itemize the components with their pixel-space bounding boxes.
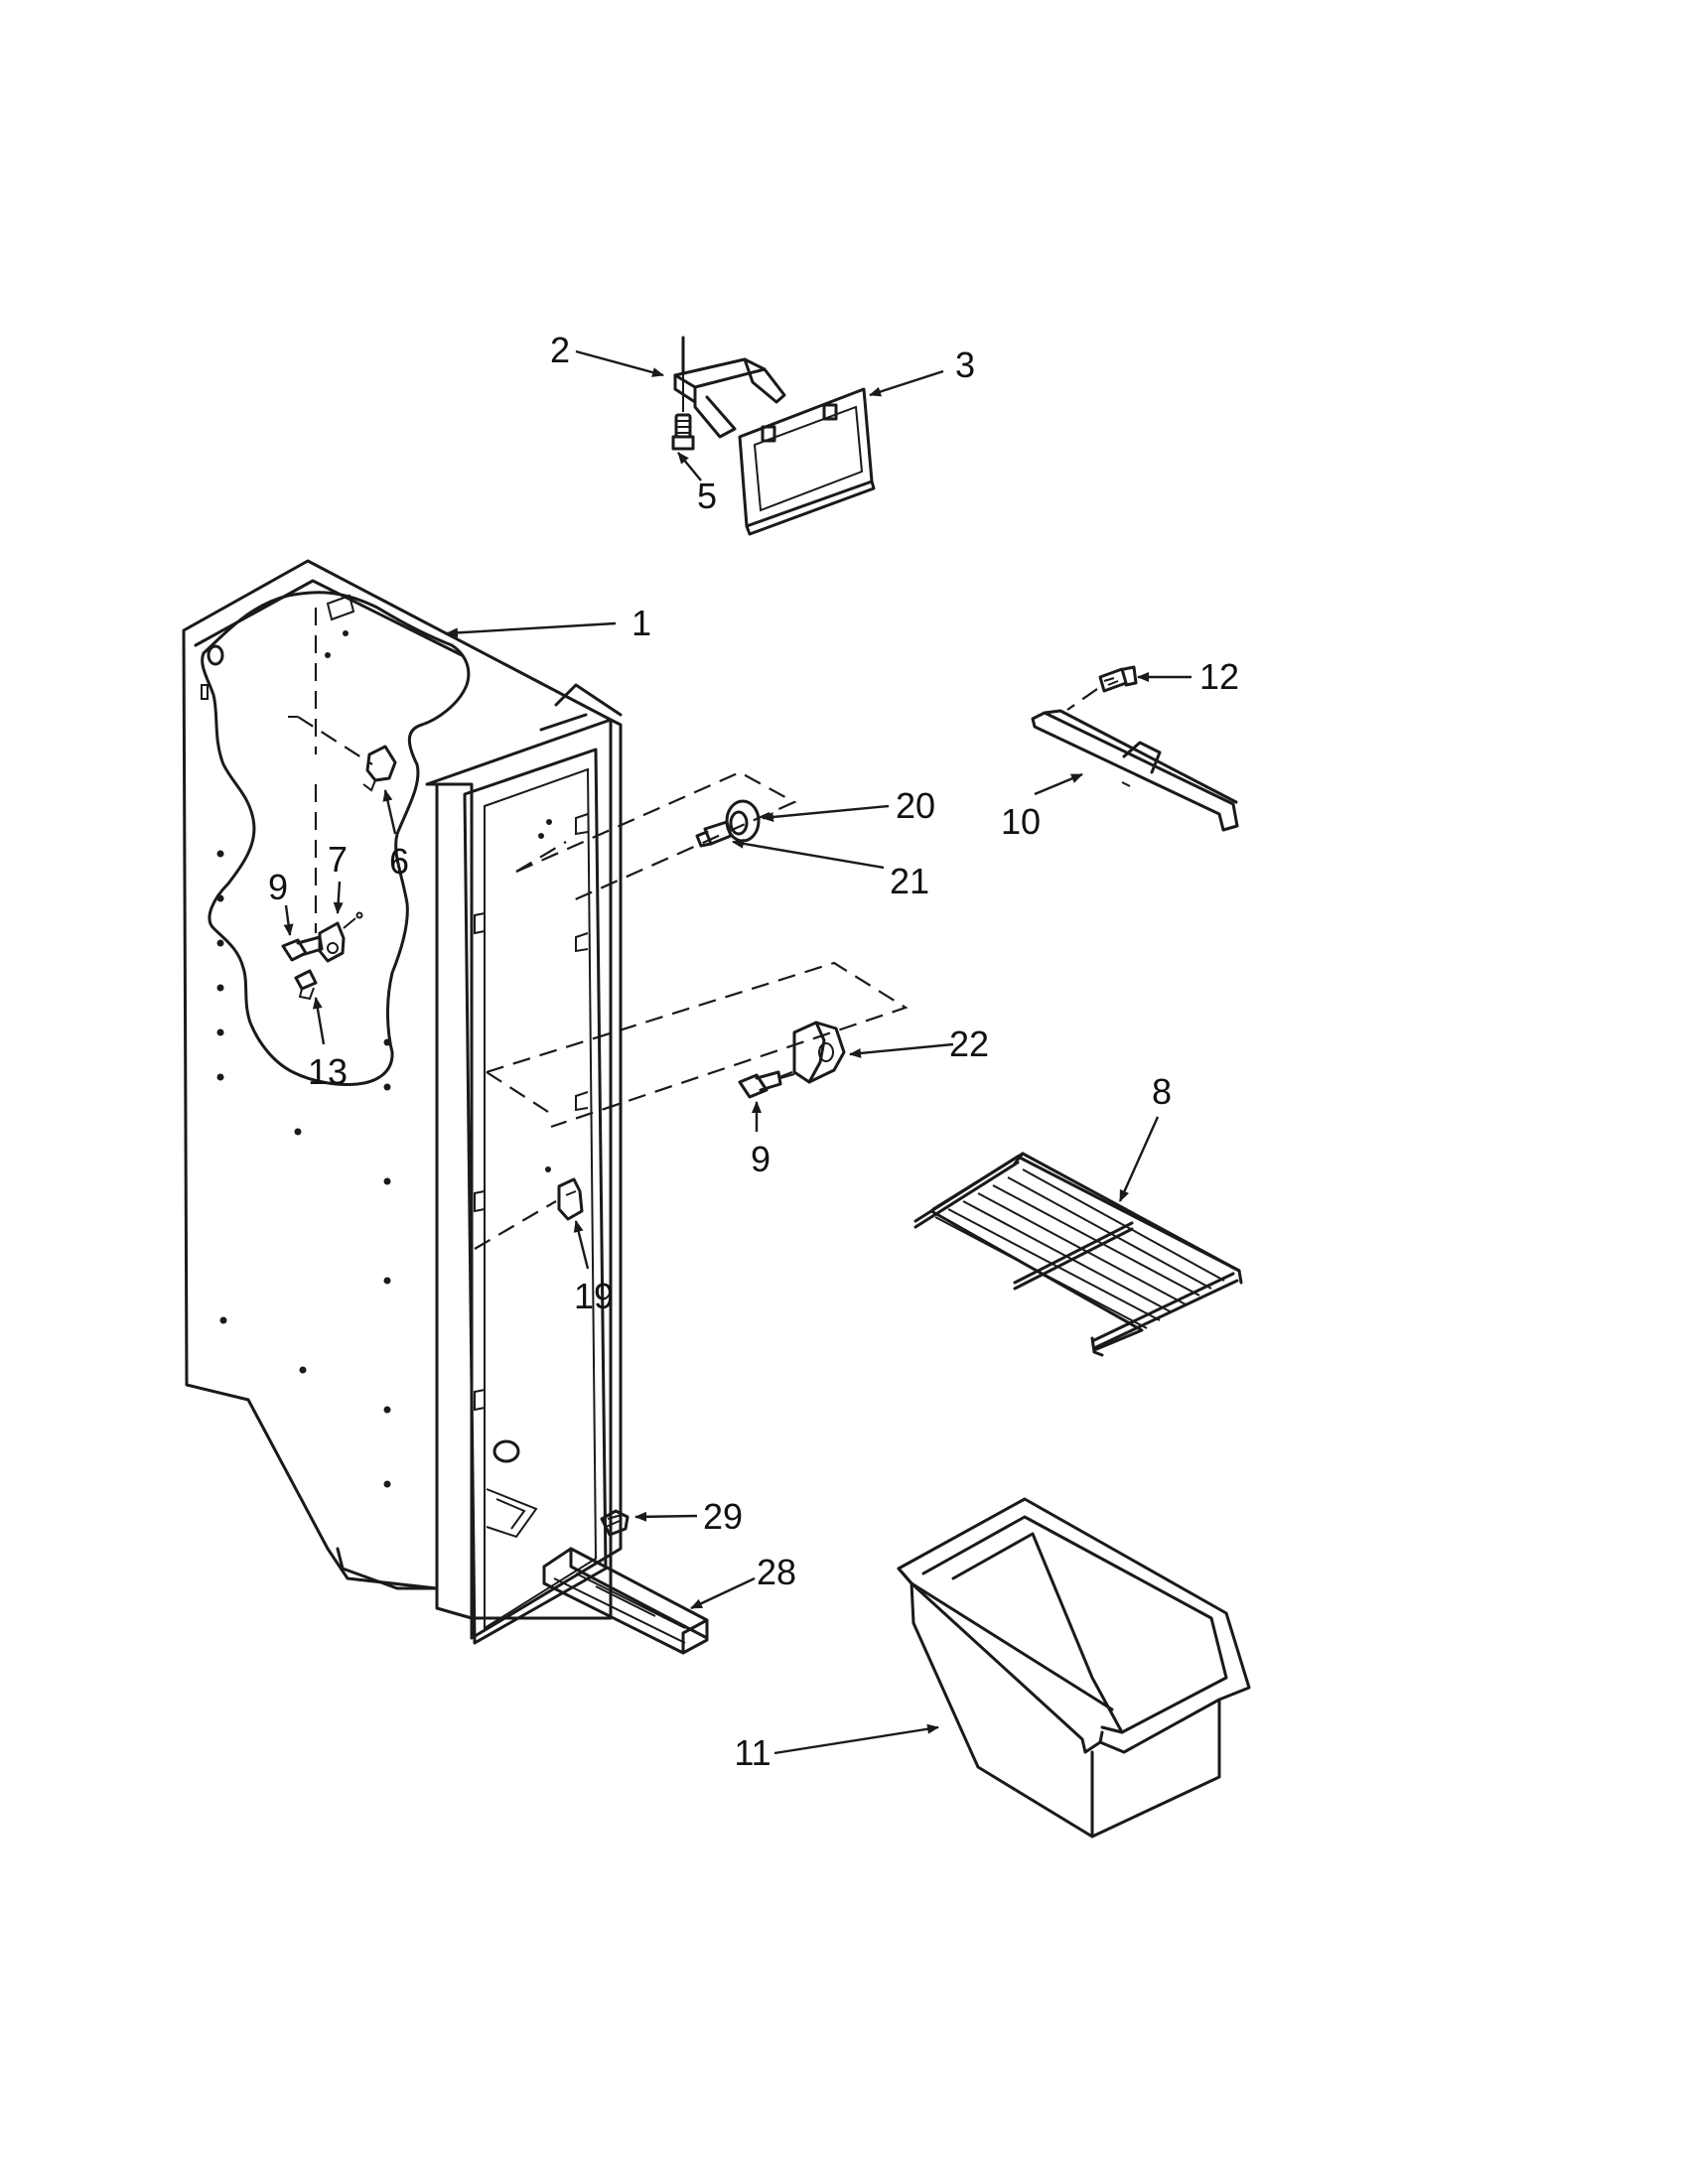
part-21-screw [695,820,733,848]
callout-2: 2 [550,330,570,370]
part-10-rail [1031,709,1239,832]
callout-3: 3 [955,344,975,385]
callout-1: 1 [632,603,651,643]
callout-6: 6 [389,841,409,882]
part-8-wire-shelf [913,1152,1243,1357]
part-6-clip [288,608,397,792]
callout-7: 7 [328,839,348,880]
callout-19: 19 [574,1276,614,1316]
part-1-liner [182,559,623,1645]
part-13-screw [294,969,318,1001]
callout-28: 28 [757,1552,796,1592]
part-29-screw [600,1509,630,1537]
part-20-bushing [515,770,797,903]
part-5-screw [671,372,695,451]
part-19-clip [474,1177,584,1250]
callout-21: 21 [890,861,929,901]
callout-29: 29 [703,1496,743,1537]
part-22-support [486,961,909,1129]
callout-11: 11 [734,1732,771,1773]
leader-lines [283,349,1192,1755]
part-11-bin [897,1497,1251,1839]
callout-labels: 2 3 5 1 12 20 21 10 6 7 9 13 22 9 8 19 2… [268,330,1239,1773]
callout-10: 10 [1001,801,1041,842]
part-2-bracket [673,336,786,439]
callout-5: 5 [697,476,717,516]
callout-12: 12 [1199,656,1239,697]
callout-9-right: 9 [751,1139,771,1179]
callout-13: 13 [308,1051,348,1092]
part-9-screw-left [281,935,324,962]
callout-20: 20 [896,785,935,826]
callout-8: 8 [1152,1071,1172,1112]
part-3-frame [738,387,876,536]
callout-9-left: 9 [268,867,288,907]
part-12-screw [1066,665,1138,711]
part-9-screw-right [738,1070,795,1099]
callout-22: 22 [949,1024,989,1064]
part-28-trim [542,1547,709,1655]
